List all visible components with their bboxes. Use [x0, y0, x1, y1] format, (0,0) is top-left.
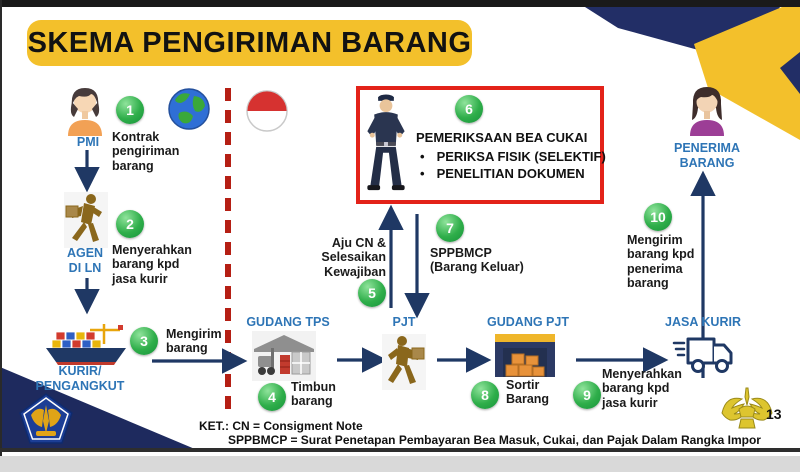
pmi-avatar-icon	[68, 88, 102, 136]
step-4-badge: 4	[258, 383, 286, 411]
step-8-badge: 8	[471, 381, 499, 409]
step-8-label: Sortir Barang	[506, 378, 550, 407]
footer-note-line2: SPPBMCP = Surat Penetapan Pembayaran Bea…	[228, 433, 761, 447]
receiver-avatar-icon	[690, 87, 724, 136]
delivery-truck-icon	[672, 337, 733, 373]
inspection-bullet-2-text: PENELITIAN DOKUMEN	[436, 166, 585, 181]
page-title: SKEMA PENGIRIMAN BARANG	[27, 26, 472, 59]
decor-navy-sliver	[780, 52, 800, 94]
kemenkeu-logo	[19, 393, 73, 444]
step-9-badge: 9	[573, 381, 601, 409]
globe-icon	[168, 88, 210, 130]
gudang-pjt-label: GUDANG PJT	[487, 315, 569, 329]
step-6-badge: 6	[455, 95, 483, 123]
step-4-label: Timbun barang	[291, 380, 336, 409]
inspection-bullet-1-text: PERIKSA FISIK (SELEKTIF)	[436, 149, 606, 164]
pjt-label: PJT	[392, 315, 416, 329]
inspection-bullet-2: PENELITIAN DOKUMEN	[420, 165, 585, 182]
courier-agent-icon	[64, 192, 108, 248]
cargo-ship-icon	[46, 324, 126, 365]
left-border	[0, 0, 2, 472]
agen-ln-label: AGEN DI LN	[66, 246, 104, 275]
inspection-bullet-1: PERIKSA FISIK (SELEKTIF)	[420, 148, 606, 165]
page-number: 13	[766, 406, 782, 422]
step-5-label: Aju CN & Selesaikan Kewajiban	[321, 236, 386, 279]
jasa-kurir-label: JASA KURIR	[665, 315, 741, 329]
step-1-label: Kontrak pengiriman barang	[112, 130, 180, 173]
warehouse-boxes-icon	[495, 334, 555, 377]
step-7-badge: 7	[436, 214, 464, 242]
step-2-label: Menyerahkan barang kpd jasa kurir	[112, 243, 192, 286]
bottom-rule	[0, 448, 800, 452]
title-banner: SKEMA PENGIRIMAN BARANG	[27, 20, 472, 66]
step-9-label: Menyerahkan barang kpd jasa kurir	[602, 367, 682, 410]
indonesia-flag-icon	[246, 90, 288, 132]
customs-officer-icon	[367, 94, 405, 191]
bea-cukai-logo	[721, 387, 773, 429]
step-2-badge: 2	[116, 210, 144, 238]
decor-yellow-swoosh	[694, 7, 800, 140]
step-7-label: SPPBMCP (Barang Keluar)	[430, 246, 524, 275]
warehouse-forklift-icon	[252, 331, 316, 381]
footer-note-line1: KET.: CN = Consigment Note	[199, 419, 363, 433]
pmi-label: PMI	[76, 135, 100, 149]
step-10-label: Mengirim barang kpd penerima barang	[627, 233, 695, 290]
footer-strip	[0, 456, 800, 472]
penerima-barang-label: PENERIMA BARANG	[674, 141, 740, 170]
gudang-tps-label: GUDANG TPS	[246, 315, 330, 329]
step-3-badge: 3	[130, 327, 158, 355]
step-10-badge: 10	[644, 203, 672, 231]
step-5-badge: 5	[358, 279, 386, 307]
step-1-badge: 1	[116, 96, 144, 124]
step-3-label: Mengirim barang	[166, 327, 222, 356]
courier-walking-icon	[382, 334, 426, 390]
top-border	[0, 0, 800, 7]
inspection-title: PEMERIKSAAN BEA CUKAI	[416, 130, 588, 145]
kurir-pengangkut-label: KURIR/ PENGANGKUT	[35, 364, 125, 393]
